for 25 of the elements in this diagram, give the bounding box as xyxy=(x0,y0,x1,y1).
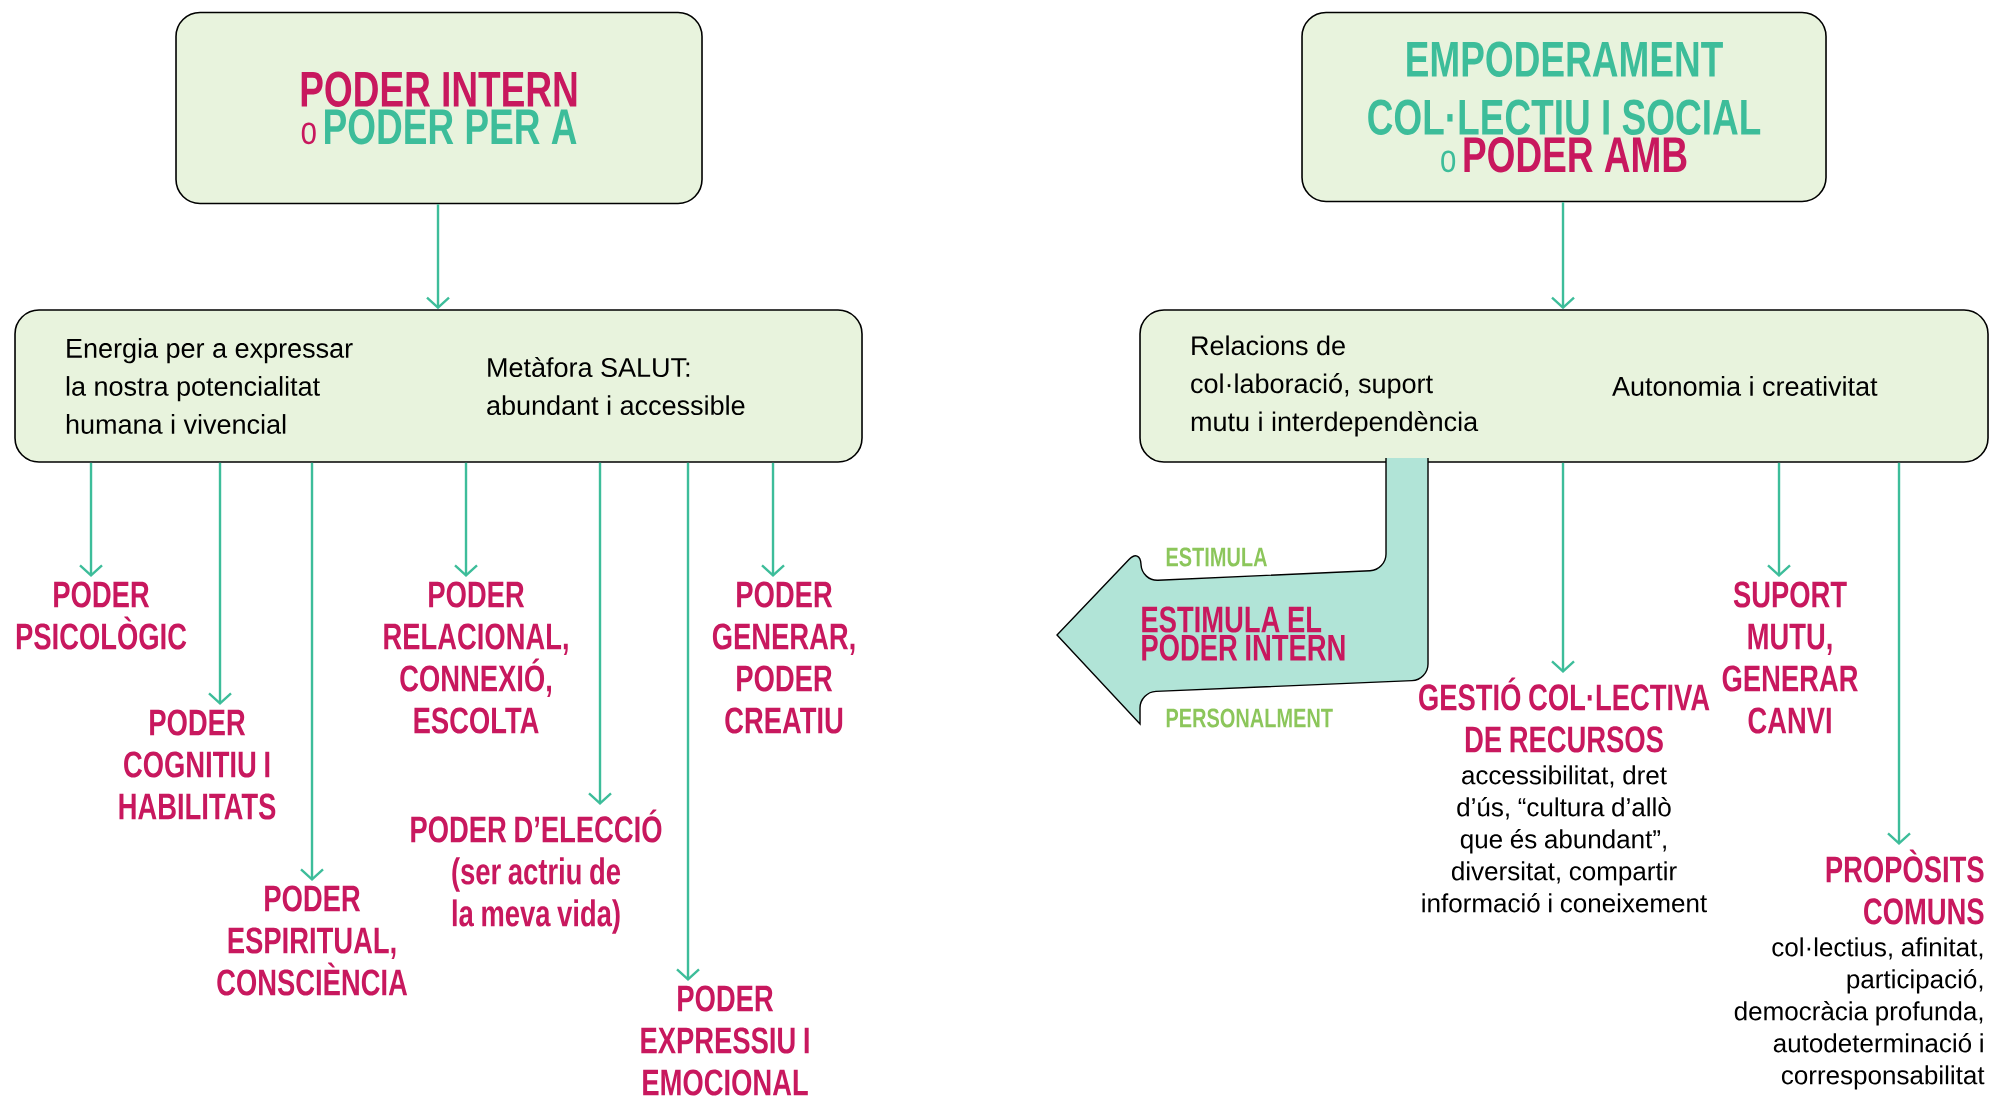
arrow xyxy=(676,462,700,981)
power-label: PODER GENERAR, PODER CREATIU xyxy=(712,581,855,734)
power-label: PODER ESPIRITUAL, CONSCIÈNCIA xyxy=(217,885,408,996)
power-label: PODER COGNITIU I HABILITATS xyxy=(119,709,276,820)
arrow xyxy=(300,462,324,881)
arrow xyxy=(1767,462,1791,577)
arrow xyxy=(426,204,450,310)
arrow xyxy=(208,462,232,705)
arrow xyxy=(79,462,103,577)
arrow xyxy=(588,462,612,805)
power-label: SUPORT MUTU, GENERAR CANVI xyxy=(1722,581,1858,734)
arrow xyxy=(454,462,478,577)
arrow xyxy=(1551,462,1575,673)
title-box: PODER INTERN o PODER PER A xyxy=(175,11,703,205)
power-label: PODER RELACIONAL, CONNEXIÓ, ESCOLTA xyxy=(384,581,568,734)
power-label: PROPÒSITS COMUNS col·lectius, afinitat, participació, democràcia profunda, autodeterminació i corresponsabilitat xyxy=(1734,849,1985,1090)
arrow xyxy=(1551,202,1575,310)
description-box: Relacions de col·laboració, suport mutu i interdependència Autonomia i creativitat xyxy=(1139,309,1989,463)
power-label: PODER D’ELECCIÓ (ser actriu de la meva vida) xyxy=(411,809,662,934)
power-label: PODER EXPRESSIU I EMOCIONAL xyxy=(641,985,809,1096)
power-label: PODER PSICOLÒGIC xyxy=(16,581,187,650)
arrow xyxy=(1887,462,1911,845)
title-box: EMPODERAMENT COL·LECTIU I SOCIAL o PODER AMB xyxy=(1301,11,1827,203)
description-box: Energia per a expressar la nostra potencialitat humana i vivencial Metàfora SALUT: abundant i accessible xyxy=(14,309,863,463)
arrow xyxy=(761,462,785,577)
